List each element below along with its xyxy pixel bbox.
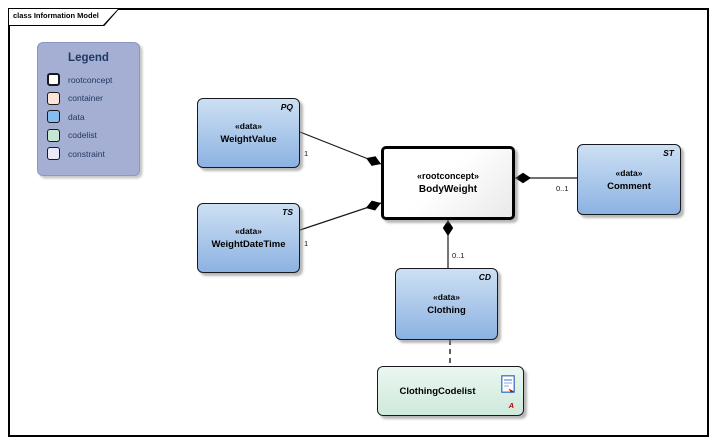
multiplicity-label: 0..1 [452, 251, 465, 260]
node-name: Clothing [427, 305, 466, 316]
node-weightvalue[interactable]: PQ «data» WeightValue [197, 98, 300, 168]
node-weightdatetime[interactable]: TS «data» WeightDateTime [197, 203, 300, 273]
legend-title: Legend [68, 52, 109, 64]
type-tag-pq: PQ [280, 102, 293, 112]
node-name: BodyWeight [418, 184, 478, 195]
constraint-swatch [47, 147, 60, 160]
legend-box[interactable]: Legend rootconcept container data codeli… [37, 42, 140, 176]
node-name: WeightValue [220, 134, 277, 145]
multiplicity-label: 1 [304, 149, 309, 158]
stereotype: «rootconcept» [416, 171, 479, 181]
node-name: WeightDateTime [211, 239, 286, 250]
legend-item-codelist: codelist [47, 128, 139, 142]
red-a-marker: A [508, 401, 514, 410]
frame-tab [8, 8, 120, 26]
rootconcept-swatch [47, 73, 60, 86]
stereotype: «data» [615, 167, 643, 178]
type-tag-st: ST [663, 148, 674, 158]
node-name: Comment [607, 180, 651, 192]
type-tag-cd: CD [478, 272, 491, 282]
codelist-swatch [47, 128, 60, 142]
type-tag-ts: TS [282, 207, 293, 217]
multiplicity-label: 0..1 [556, 184, 569, 193]
container-swatch [47, 91, 60, 105]
connector-weightvalue-bodyweight[interactable] [299, 131, 382, 166]
connector-weightdatetime-bodyweight[interactable] [299, 200, 382, 231]
frame-title: class Information Model [13, 11, 99, 20]
node-bodyweight[interactable]: «rootconcept» BodyWeight [381, 146, 515, 220]
legend-items: rootconcept container data codelist cons… [47, 73, 139, 160]
document-icon [501, 375, 515, 393]
node-comment[interactable]: ST «data» Comment [577, 144, 681, 215]
legend-item-container: container [47, 91, 139, 105]
node-name: ClothingCodelist [399, 385, 476, 397]
stereotype: «data» [433, 292, 460, 302]
node-clothingcodelist[interactable]: ClothingCodelist A [377, 366, 524, 416]
multiplicity-label: 1 [304, 239, 309, 248]
node-clothing[interactable]: CD «data» Clothing [395, 268, 498, 340]
legend-item-constraint: constraint [47, 147, 139, 160]
stereotype: «data» [235, 226, 262, 236]
legend-item-rootconcept: rootconcept [47, 73, 139, 86]
stereotype: «data» [235, 121, 262, 131]
legend-item-data: data [47, 110, 139, 123]
data-swatch [47, 110, 60, 123]
